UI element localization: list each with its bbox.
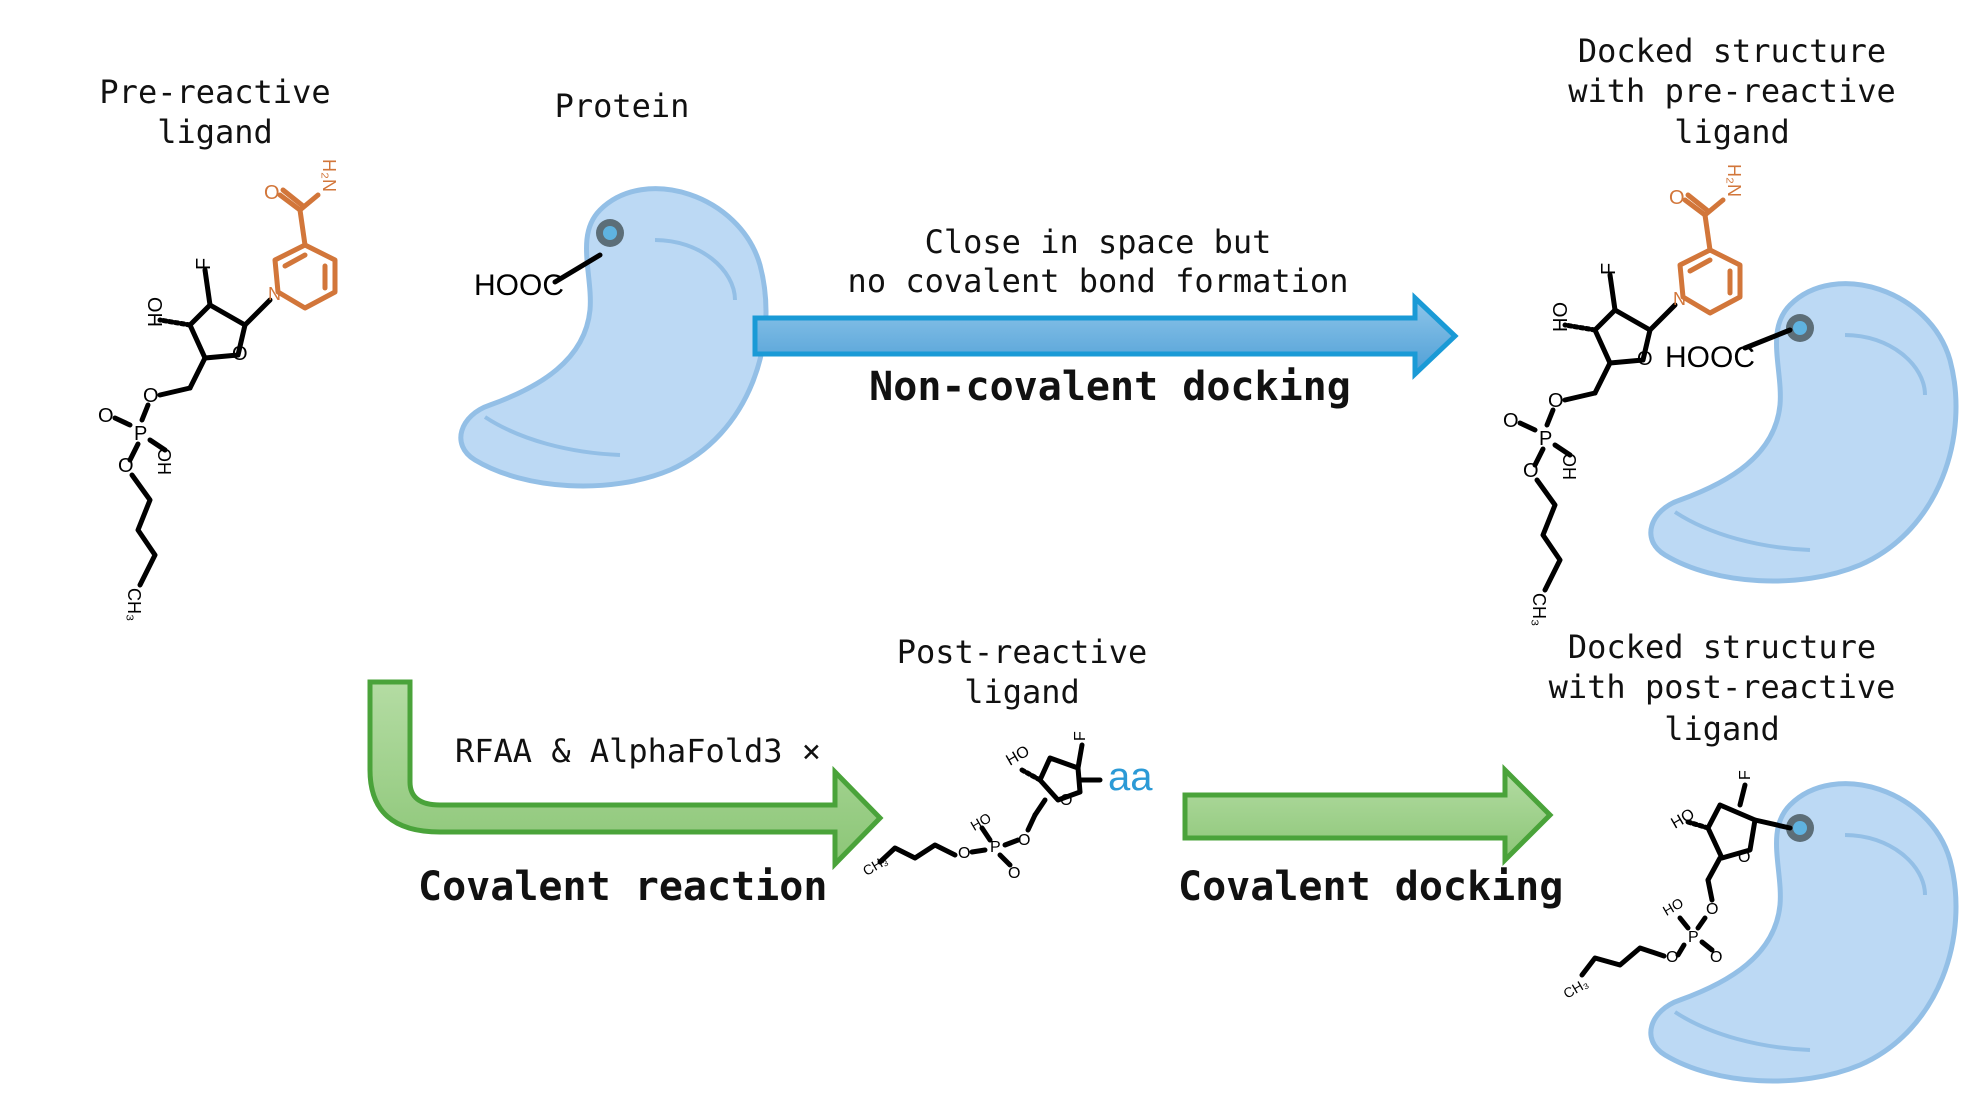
ring-oxygen-atom: O [1060, 792, 1072, 809]
pyridinium-nitrogen-atom: N [268, 284, 281, 304]
post-reactive-ligand-label-line2: ligand [964, 673, 1080, 711]
methyl-atom: CH₃ [1529, 593, 1549, 626]
pre-reactive-ligand-structure: F HO O O P O OH O CH₃ N O H₂N [98, 159, 339, 621]
covalent-docking-arrow [1182, 763, 1554, 867]
docked-post-label-line2: with post-reactive [1549, 668, 1896, 706]
hooc-label: HOOC [474, 269, 564, 302]
pre-reactive-ligand-label-line2: ligand [157, 113, 273, 151]
phosphorus-atom: P [1688, 929, 1699, 946]
phosphoryl-oxygen-atom: O [1710, 949, 1722, 966]
docked-post-label-line1: Docked structure [1568, 628, 1876, 666]
phosphorus-atom: P [990, 839, 1001, 856]
ring-oxygen-atom: O [1738, 849, 1750, 866]
amide-oxygen-atom: O [1669, 187, 1685, 209]
amino-acid-label: aa [1108, 755, 1153, 799]
phosphate-oh-atom: OH [1559, 453, 1579, 480]
post-reactive-ligand-structure: F HO O aa O P HO O O CH₃ [860, 731, 1153, 882]
phosphoryl-oxygen-atom: O [1008, 865, 1020, 882]
docked-pre-protein-shape [1651, 284, 1956, 581]
non-covalent-docking-label: Non-covalent docking [869, 364, 1351, 410]
phosphate-oh-atom: HO [1660, 894, 1686, 918]
protein-label: Protein [555, 87, 690, 125]
methyl-atom: CH₃ [124, 588, 144, 621]
phosphate-oxygen-atom: O [958, 845, 970, 862]
post-reactive-ligand-label-line1: Post-reactive [897, 633, 1147, 671]
phosphate-oxygen-atom: O [1666, 949, 1678, 966]
hydroxyl-atom: HO [145, 297, 167, 327]
docked-pre-label-line2: with pre-reactive [1568, 72, 1896, 110]
phosphate-oh-atom: OH [154, 448, 174, 475]
covalent-docking-label: Covalent docking [1178, 864, 1563, 910]
close-in-space-label-line2: no covalent bond formation [848, 262, 1349, 300]
hydroxyl-atom: HO [1668, 806, 1697, 833]
pyridinium-nitrogen-atom: N [1673, 289, 1686, 309]
amide-nh2-atom: H₂N [1724, 164, 1744, 197]
ring-oxygen-atom: O [1637, 348, 1653, 370]
hydroxyl-atom: HO [1003, 743, 1032, 770]
ring-oxygen-atom: O [232, 343, 248, 365]
ester-oxygen-atom: O [1706, 901, 1718, 918]
phosphate-oxygen-atom: O [118, 455, 134, 477]
non-covalent-arrow [752, 292, 1459, 380]
hydroxyl-atom: HO [1550, 302, 1572, 332]
phosphoryl-oxygen-atom: O [1503, 410, 1519, 432]
phosphoryl-oxygen-atom: O [98, 405, 114, 427]
methyl-atom: CH₃ [1560, 975, 1590, 1002]
docked-pre-label-line1: Docked structure [1578, 32, 1886, 70]
fluorine-atom: F [1598, 263, 1620, 275]
phosphorus-atom: P [1539, 428, 1552, 450]
phosphorus-atom: P [134, 423, 147, 445]
docked-hooc-bond [1742, 327, 1793, 351]
ester-oxygen-atom: O [143, 385, 159, 407]
covalent-reaction-arrow [367, 679, 884, 871]
fluorine-atom: F [1072, 731, 1089, 741]
docked-pre-ligand-structure: F HO O O P O OH O CH₃ N O H₂N [1503, 164, 1744, 626]
ester-oxygen-atom: O [1548, 390, 1564, 412]
amide-oxygen-atom: O [264, 182, 280, 204]
hooc-bond [552, 252, 603, 285]
protein-shape [461, 189, 766, 486]
docked-pre-label-line3: ligand [1674, 113, 1790, 151]
fluorine-atom: F [193, 258, 215, 270]
rfaa-alphafold-label: RFAA & AlphaFold3 × [455, 732, 821, 770]
docked-hooc-label: HOOC [1665, 341, 1755, 374]
fluorine-atom: F [1737, 770, 1754, 780]
ester-oxygen-atom: O [1018, 832, 1030, 849]
pre-reactive-ligand-label-line1: Pre-reactive [99, 73, 330, 111]
amide-nh2-atom: H₂N [319, 159, 339, 192]
docked-post-label-line3: ligand [1664, 710, 1780, 748]
covalent-reaction-label: Covalent reaction [418, 864, 827, 910]
close-in-space-label-line1: Close in space but [925, 223, 1272, 261]
phosphate-oh-atom: HO [968, 809, 994, 833]
phosphate-oxygen-atom: O [1523, 460, 1539, 482]
